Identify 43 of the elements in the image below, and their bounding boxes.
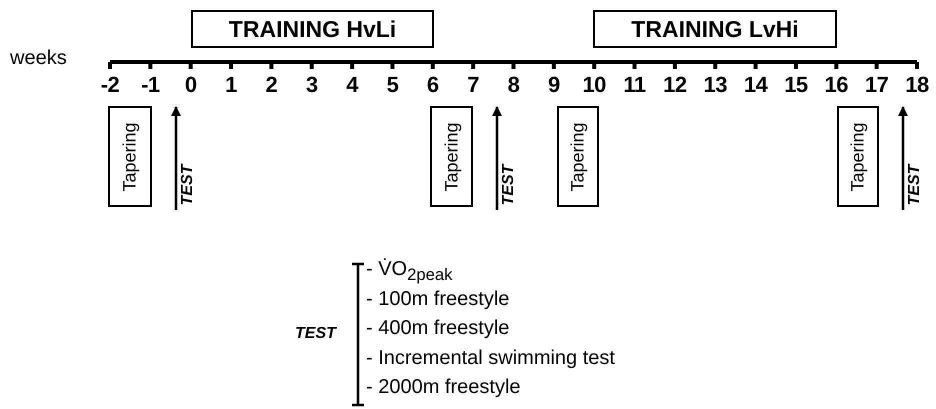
tick-label: 0 bbox=[184, 72, 197, 98]
test-label: TEST bbox=[906, 164, 924, 206]
tapering-label: Tapering bbox=[848, 122, 868, 192]
phase-box bbox=[191, 10, 434, 48]
test-item: - 100m freestyle bbox=[366, 288, 510, 310]
tapering-box bbox=[837, 106, 879, 207]
tick-label: 18 bbox=[905, 72, 929, 98]
phase-box bbox=[593, 10, 837, 48]
test-item: - Incremental swimming test bbox=[366, 346, 615, 370]
test-item: - 2000m freestyle bbox=[366, 376, 521, 399]
tapering-box bbox=[557, 106, 599, 207]
tapering-label: Tapering bbox=[120, 122, 140, 192]
test-item: - V̇O$_{2peak}$ bbox=[366, 258, 453, 285]
tick-label: 6 bbox=[426, 72, 439, 98]
tapering-box bbox=[430, 106, 473, 207]
tick-label: 2 bbox=[266, 72, 278, 98]
tapering-box bbox=[108, 106, 152, 207]
tick-label: 14 bbox=[744, 72, 768, 98]
axis-title: weeks bbox=[10, 47, 67, 70]
test-label: TEST bbox=[500, 164, 518, 206]
tapering-label: Tapering bbox=[568, 122, 588, 192]
test-item: - 400m freestyle bbox=[366, 317, 510, 340]
tick-label: 8 bbox=[508, 72, 520, 98]
tick-label: 5 bbox=[386, 72, 398, 98]
tick-label: 4 bbox=[346, 72, 358, 98]
tick-label: 12 bbox=[663, 72, 687, 98]
tick-label: 1 bbox=[225, 72, 237, 98]
test-label: TEST bbox=[295, 325, 336, 343]
tick-label: -1 bbox=[141, 72, 160, 98]
phase-label: TRAINING LvHi bbox=[630, 14, 800, 44]
tick-label: 10 bbox=[582, 72, 606, 98]
tick-label: 11 bbox=[623, 72, 646, 98]
tick-label: 3 bbox=[306, 72, 318, 98]
tick-label: 13 bbox=[704, 72, 727, 98]
test-label: TEST bbox=[179, 164, 197, 206]
tapering-label: Tapering bbox=[441, 122, 462, 192]
tick-label: -2 bbox=[100, 72, 120, 98]
tick-label: 16 bbox=[824, 72, 848, 98]
tick-label: 9 bbox=[548, 72, 560, 98]
tick-label: 7 bbox=[467, 72, 480, 98]
phase-label: TRAINING HvLi bbox=[228, 14, 398, 44]
tick-label: 17 bbox=[864, 72, 888, 98]
tick-label: 15 bbox=[784, 72, 808, 98]
